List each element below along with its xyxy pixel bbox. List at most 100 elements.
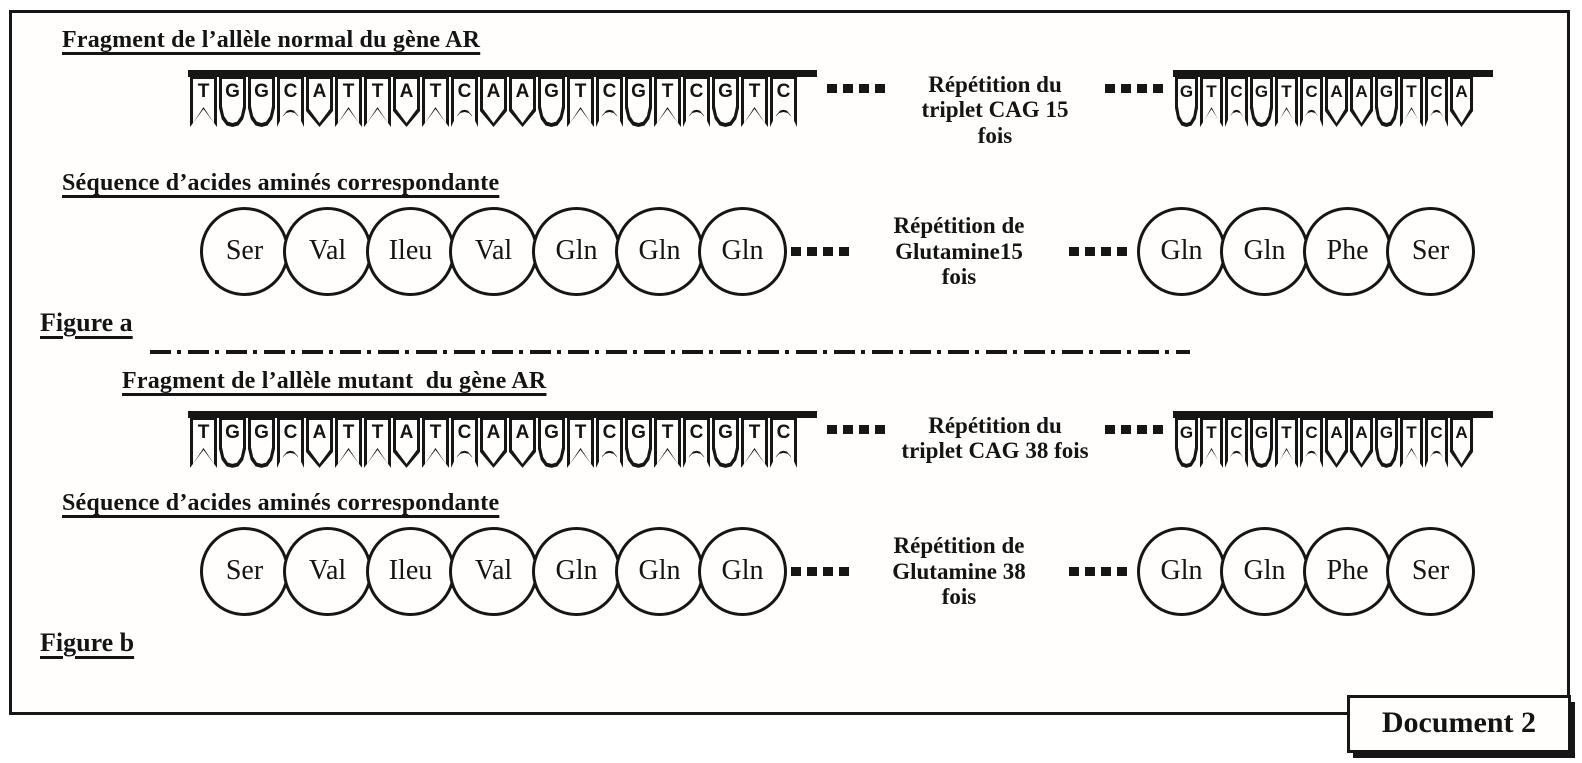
amino-acid-circle: Gln (615, 526, 704, 616)
nucleotide-tile-C: C (683, 77, 710, 127)
nucleotide-tile-C: C (596, 77, 623, 127)
ellipsis-dots-icon (827, 84, 885, 93)
nucleotide-tile-C: C (277, 77, 304, 127)
ellipsis-dots-icon (791, 246, 849, 256)
nucleotide-tile-A: A (306, 77, 333, 127)
nucleotide-tile-G: G (625, 417, 652, 468)
nucleotide-tile-C: C (1300, 417, 1323, 468)
dna-heading-mutant-allele: Fragment de l’allèle mutant du gène AR (122, 367, 547, 394)
nucleotide-tile-C: C (596, 417, 623, 468)
ellipsis-dots-icon (1069, 566, 1127, 576)
nucleotide-tile-A: A (393, 77, 420, 127)
dna-heading-normal-allele: Fragment de l’allèle normal du gène AR (62, 27, 481, 53)
document-badge: Document 2 (1346, 695, 1571, 753)
nucleotide-tile-T: T (422, 417, 449, 468)
nucleotide-tile-T: T (1275, 417, 1298, 468)
nucleotide-tile-C: C (1225, 77, 1248, 127)
nucleotide-tile-T: T (364, 77, 391, 127)
amino-acid-circle: Ileu (366, 206, 455, 296)
nucleotide-tile-C: C (770, 417, 797, 468)
nucleotide-tile-G: G (248, 77, 275, 127)
figure-a-section: Fragment de l’allèle normal du gène AR T… (40, 27, 1559, 338)
nucleotide-tile-G: G (248, 417, 275, 468)
amino-acid-circle: Val (449, 206, 538, 296)
nucleotide-tile-G: G (712, 417, 739, 468)
nucleotide-tile-C: C (1225, 417, 1248, 468)
amino-acid-circle: Gln (615, 206, 704, 296)
nucleotide-tile-T: T (1400, 77, 1423, 127)
nucleotide-tile-T: T (1200, 77, 1223, 127)
ellipsis-dots-icon (1069, 246, 1127, 256)
nucleotide-tile-A: A (1350, 417, 1373, 468)
amino-acid-circle: Phe (1303, 526, 1392, 616)
amino-acid-circle: Ser (1386, 526, 1475, 616)
amino-acid-circle: Ser (1386, 206, 1475, 296)
nucleotide-tile-T: T (654, 417, 681, 468)
cag-repeat-label: Répétition du triplet CAG 38 fois (901, 412, 1089, 464)
figure-content: Fragment de l’allèle normal du gène AR T… (12, 13, 1567, 658)
amino-acid-circle: Val (283, 526, 372, 616)
glutamine-repeat-label: Répétition de Glutamine 38 fois (892, 533, 1026, 610)
nucleotide-tile-G: G (1250, 77, 1273, 127)
nucleotide-tile-A: A (509, 77, 536, 127)
nucleotide-tile-G: G (1175, 77, 1198, 127)
nucleotide-tile-C: C (683, 417, 710, 468)
nucleotide-tile-G: G (625, 77, 652, 127)
amino-acid-circle: Gln (1220, 206, 1309, 296)
nucleotide-tile-C: C (1425, 417, 1448, 468)
amino-acid-circle: Gln (532, 526, 621, 616)
nucleotide-tile-G: G (1375, 417, 1398, 468)
figure-b-label: Figure b (40, 627, 135, 657)
nucleotide-tile-T: T (422, 77, 449, 127)
document-figure-border: Fragment de l’allèle normal du gène AR T… (9, 10, 1571, 753)
nucleotide-tile-T: T (335, 417, 362, 468)
amino-acid-circle: Ileu (366, 526, 455, 616)
nucleotide-tile-G: G (1375, 77, 1398, 127)
nucleotide-tile-A: A (393, 417, 420, 468)
amino-acid-circle: Ser (200, 206, 289, 296)
amino-acid-heading: Séquence d’acides aminés correspondante (62, 489, 500, 516)
amino-acid-circle: Gln (698, 526, 787, 616)
nucleotide-tile-T: T (567, 417, 594, 468)
nucleotide-tile-A: A (1325, 77, 1348, 127)
glutamine-repeat-label: Répétition de Glutamine15 fois (893, 213, 1025, 290)
nucleotide-tile-T: T (567, 77, 594, 127)
nucleotide-tile-T: T (654, 77, 681, 127)
amino-acid-circle: Gln (532, 206, 621, 296)
cag-repeat-label: Répétition du triplet CAG 15 fois (921, 72, 1069, 148)
nucleotide-tile-A: A (1450, 417, 1473, 468)
nucleotide-tile-G: G (1175, 417, 1198, 468)
nucleotide-tile-C: C (770, 77, 797, 127)
amino-acid-circle: Val (449, 526, 538, 616)
dash-dot-divider (150, 349, 1190, 354)
figure-b-section: Fragment de l’allèle mutant du gène AR T… (40, 368, 1559, 658)
nucleotide-tile-T: T (741, 417, 768, 468)
nucleotide-tile-G: G (1250, 417, 1273, 468)
nucleotide-tile-G: G (538, 417, 565, 468)
nucleotide-tile-T: T (364, 417, 391, 468)
nucleotide-tile-A: A (509, 417, 536, 468)
nucleotide-tile-T: T (741, 77, 768, 127)
nucleotide-tile-G: G (219, 77, 246, 127)
ellipsis-dots-icon (791, 566, 849, 576)
nucleotide-tile-T: T (1200, 417, 1223, 468)
nucleotide-tile-G: G (219, 417, 246, 468)
nucleotide-tile-A: A (1450, 77, 1473, 127)
amino-acid-circle: Ser (200, 526, 289, 616)
nucleotide-tile-C: C (451, 77, 478, 127)
nucleotide-tile-C: C (1425, 77, 1448, 127)
amino-acid-circle: Gln (698, 206, 787, 296)
nucleotide-tile-G: G (538, 77, 565, 127)
ellipsis-dots-icon (827, 424, 885, 434)
